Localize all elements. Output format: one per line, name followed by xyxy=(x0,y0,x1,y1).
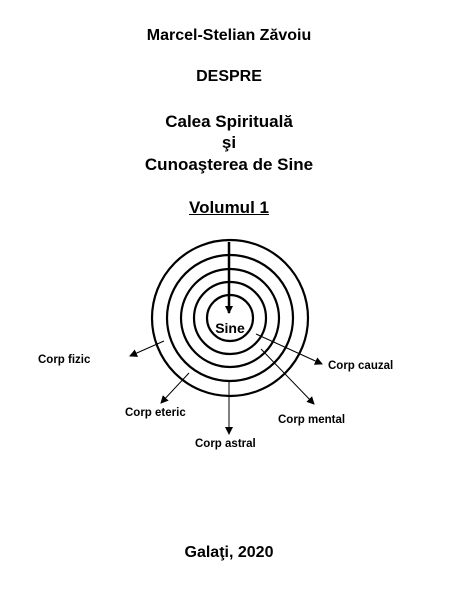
arrow-corp-mental xyxy=(260,348,315,405)
ring-outer xyxy=(150,238,310,398)
title-line-2: şi xyxy=(221,133,237,152)
label-corp-cauzal: Corp cauzal xyxy=(328,360,393,372)
center-label: Sine xyxy=(215,320,245,336)
volume-label: Volumul 1 xyxy=(189,198,269,217)
heading-despre: DESPRE xyxy=(196,68,262,85)
label-corp-mental: Corp mental xyxy=(278,414,345,426)
author-name: Marcel-Stelian Zăvoiu xyxy=(146,27,312,44)
footer-place-date: Galaţi, 2020 xyxy=(184,544,274,561)
title-line-3: Cunoaşterea de Sine xyxy=(144,155,314,174)
arrow-corp-cauzal xyxy=(255,333,323,365)
arrow-corp-fizic xyxy=(129,340,165,357)
arrow-corp-eteric xyxy=(160,372,190,404)
label-corp-astral: Corp astral xyxy=(195,438,256,450)
label-corp-eteric: Corp eteric xyxy=(125,407,186,419)
title-line-1: Calea Spirituală xyxy=(165,112,293,131)
label-corp-fizic: Corp fizic xyxy=(38,354,91,366)
